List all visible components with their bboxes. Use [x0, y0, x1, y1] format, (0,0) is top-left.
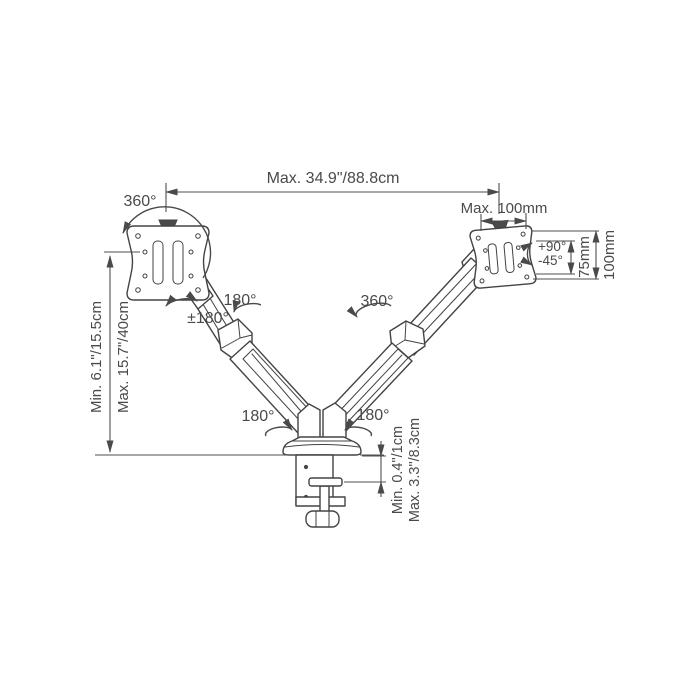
rotation-arrow-right-elbow [346, 302, 392, 318]
label-base-right: 180° [356, 407, 389, 424]
label-tilt-up: +90° [538, 239, 566, 254]
label-right-elbow: 360° [360, 293, 393, 310]
base-left-socket [297, 403, 321, 440]
left-vesa-plate [126, 219, 214, 310]
label-left-head-swivel: ±180° [187, 310, 229, 327]
dim-vesa-plate-width [480, 213, 527, 231]
label-height-max: Max. 15.7"/40cm [115, 301, 132, 413]
left-plate-body [126, 225, 210, 301]
label-vesa-75: 75mm [576, 236, 593, 278]
labels: Max. 34.9"/88.8cm 360° Max. 100mm +90° -… [88, 170, 618, 522]
right-arm [323, 248, 490, 434]
label-left-elbow: 180° [223, 292, 256, 309]
label-height-min: Min. 6.1"/15.5cm [88, 301, 105, 413]
rotation-arrow-left-swivel [165, 291, 198, 307]
rotation-arrow-base-left [264, 418, 293, 437]
label-clamp-min: Min. 0.4"/1cm [390, 426, 406, 514]
dim-max-width [165, 183, 500, 214]
right-plate-screw-holes [475, 231, 530, 284]
clamp-upper-pad [308, 477, 343, 487]
rotation-arrow-tilt [520, 242, 533, 266]
desk-clamp [295, 454, 346, 528]
dim-vesa-75 [536, 240, 575, 275]
label-left-head-rotation: 360° [123, 193, 156, 210]
dim-height-range [104, 251, 140, 453]
dim-vesa-100 [531, 230, 600, 280]
base-right-socket [322, 402, 347, 440]
clamp-screw-shaft [319, 485, 330, 513]
label-tilt-down: -45° [538, 253, 563, 268]
label-max-width: Max. 34.9"/88.8cm [267, 170, 400, 187]
label-vesa-plate-width: Max. 100mm [461, 200, 548, 217]
label-vesa-100: 100mm [601, 230, 618, 280]
rotation-arrow-left-head [122, 206, 212, 279]
dim-clamp-range [344, 441, 386, 497]
base-column [282, 402, 362, 456]
label-clamp-max: Max. 3.3"/8.3cm [407, 418, 423, 522]
left-plate-screw-holes [135, 233, 201, 293]
label-base-left: 180° [241, 408, 274, 425]
clamp-knob [305, 510, 340, 528]
rotation-arrow-left-elbow [232, 300, 262, 313]
rotation-arrow-base-right [344, 418, 373, 437]
